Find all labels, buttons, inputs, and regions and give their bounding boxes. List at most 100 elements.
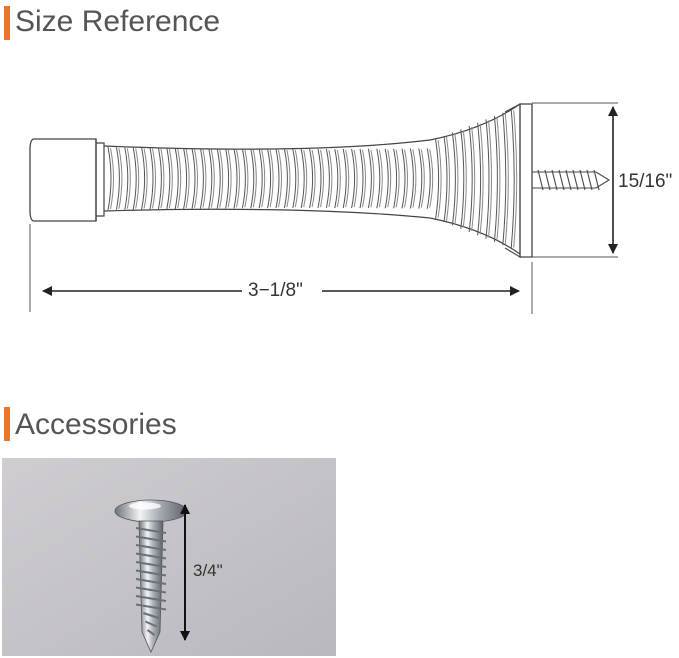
spring-coil (166, 147, 171, 210)
spring-coil (435, 139, 440, 219)
spring-coil (309, 148, 314, 209)
spring-coil (468, 125, 473, 233)
spring-coil (107, 146, 112, 211)
screw-thread-line (572, 169, 579, 191)
spring-coil-shade (320, 149, 324, 208)
spring-coil-shade (353, 149, 358, 208)
spring-coil (418, 148, 423, 209)
screw-thread (135, 535, 167, 543)
spring-coil-shade (311, 149, 316, 208)
spring-coil-shade (345, 149, 350, 208)
spring-coil-shade (135, 148, 140, 209)
screw-thread (146, 629, 156, 636)
diameter-dimension-label: 15/16" (618, 171, 673, 192)
screw-thread (142, 612, 160, 619)
spring-coil (401, 148, 406, 209)
spring-outline-bottom (103, 208, 521, 255)
screw-thread-line (565, 169, 572, 191)
spring-coil-shade (126, 148, 131, 209)
spring-coil-shade (404, 149, 408, 208)
screw-thread-line (537, 169, 544, 191)
spring-coil (367, 148, 372, 209)
spring-coil (300, 148, 305, 209)
spring-coil-shade (479, 123, 484, 235)
door-stopper-diagram (29, 102, 618, 314)
screw-thread (135, 552, 167, 560)
spring-coil-shade (437, 140, 442, 218)
spring-coil (451, 132, 456, 226)
spring-coil (292, 148, 297, 209)
base-bevel (504, 103, 521, 258)
spring-coil (157, 147, 162, 210)
spring-coil-shade (244, 149, 249, 208)
screw-thread (135, 544, 167, 551)
spring-coil (376, 148, 381, 209)
spring-coil (174, 147, 179, 210)
accessories-heading: Accessories (15, 408, 177, 441)
screw-thread-line (558, 169, 565, 191)
spring-coil-shade (488, 120, 492, 238)
spring-coil-shade (504, 113, 509, 245)
spring-coil-shade (420, 149, 425, 208)
spring-coil (115, 147, 120, 210)
size-reference-accent-bar (4, 6, 10, 40)
spring-coil (275, 148, 280, 209)
spring-coil-shade (378, 149, 383, 208)
accessories-accent-bar (4, 407, 10, 441)
spring-coils (107, 109, 518, 249)
spring-coil (124, 147, 129, 210)
screw-thread (135, 561, 167, 568)
spring-coil-shade (210, 149, 215, 208)
spring-coil-shade (286, 149, 291, 208)
spring-coil-shade (152, 148, 156, 209)
spring-coil (493, 116, 498, 242)
screw-thread (135, 578, 167, 585)
spring-coil (183, 148, 188, 209)
spring-coil (267, 148, 272, 209)
spring-coil-shade (454, 133, 459, 225)
screw-head-highlight (129, 502, 161, 510)
spring-coil-shade (168, 148, 173, 209)
screw-length-label: 3/4" (193, 561, 223, 580)
spring-coil (132, 147, 137, 210)
spring-coil (208, 148, 213, 209)
spring-coil-shade (429, 149, 434, 208)
tip-collar (96, 142, 105, 217)
spring-coil-shade (236, 149, 240, 208)
spring-coil-shade (261, 149, 266, 208)
spring-coil-shade (362, 149, 366, 208)
length-dimension-label: 3−1/8" (248, 280, 303, 301)
spring-coil (241, 148, 246, 209)
screw-thread (144, 620, 158, 628)
screw-thread-line (544, 169, 551, 191)
spring-outline-top (103, 103, 521, 150)
spring-coil (384, 148, 389, 209)
screw-thread-line (593, 169, 600, 191)
spring-coil-shade (278, 149, 282, 208)
spring-coil (342, 148, 347, 209)
spring-coil-shade (185, 149, 190, 208)
spring-coil (443, 135, 448, 223)
screw-thread (135, 603, 167, 611)
spring-coil-shade (294, 149, 299, 208)
spring-coil (258, 148, 263, 209)
screw-thread (135, 527, 167, 534)
spring-coil (393, 148, 398, 209)
spring-coil (485, 119, 490, 239)
spring-coil-shade (387, 149, 392, 208)
spring-coil (359, 148, 364, 209)
spring-coil (409, 148, 414, 209)
spring-coil-shade (446, 136, 450, 222)
spring-coil-shade (496, 117, 501, 241)
spring-coil-shade (412, 149, 417, 208)
spring-coil (191, 148, 196, 209)
spring-coil-shade (227, 149, 232, 208)
screw-thread (135, 586, 167, 594)
screw-thread-line (551, 169, 558, 191)
screw-thread (135, 595, 167, 602)
spring-coil (141, 147, 146, 210)
screw-thread (135, 569, 167, 577)
spring-coil (426, 148, 431, 209)
spring-coil (233, 148, 238, 209)
